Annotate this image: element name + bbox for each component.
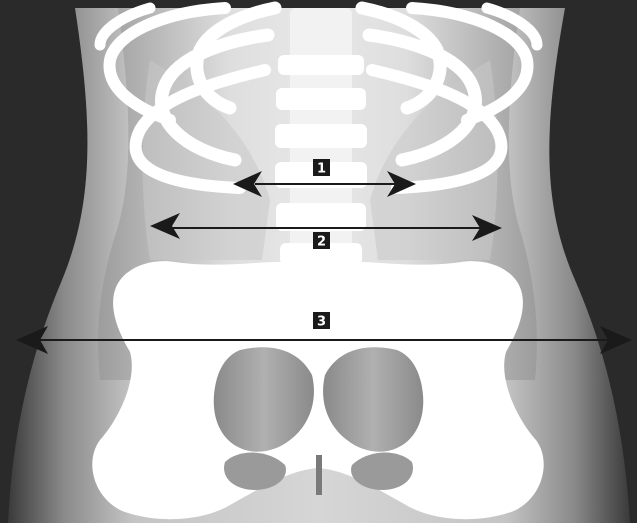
- pubic-symphysis: [316, 455, 322, 495]
- marker-3-label: 3: [317, 315, 326, 330]
- marker-1-label: 1: [317, 162, 326, 177]
- marker-2-label: 2: [317, 235, 326, 250]
- marker-2: 2: [313, 232, 330, 250]
- marker-1: 1: [313, 159, 330, 177]
- marker-3: 3: [313, 312, 330, 330]
